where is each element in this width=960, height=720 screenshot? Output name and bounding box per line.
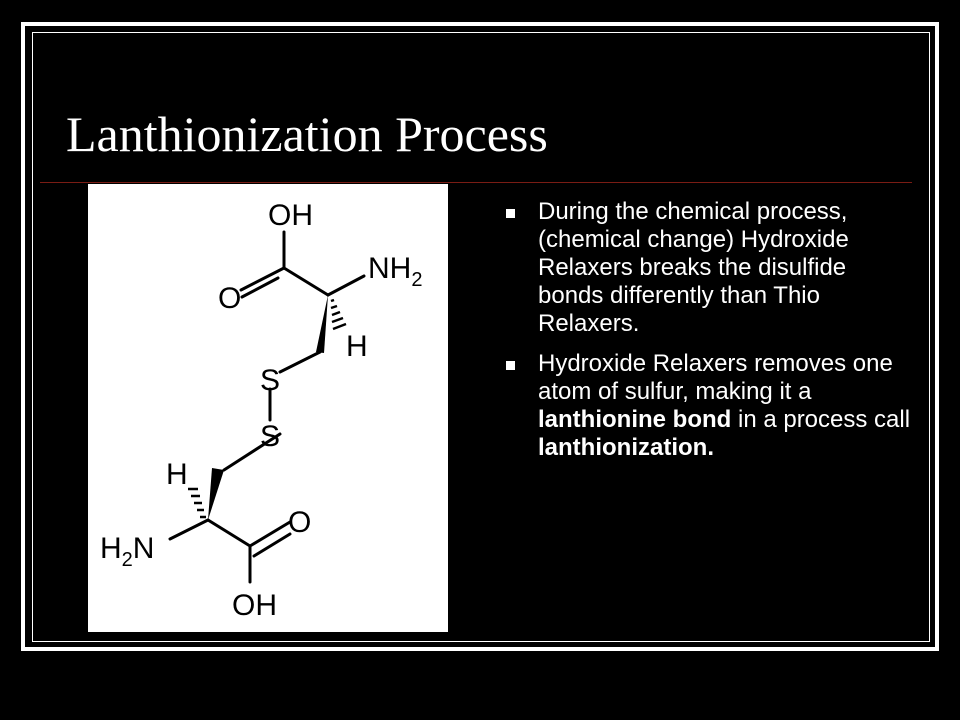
bond-c1-o-double: [240, 276, 280, 299]
hashed-bond-top: [330, 298, 347, 331]
label-h2n: H2N: [100, 532, 154, 571]
label-oh-bottom: OH: [232, 589, 277, 622]
cystine-structure: OH O NH2 H S S H H2N O OH: [100, 199, 422, 622]
bullet-list: During the chemical process, (chemical c…: [506, 198, 916, 474]
slide-title: Lanthionization Process: [66, 106, 548, 162]
label-oh-top: OH: [268, 199, 313, 232]
bullet-bold-term: lanthionine bond: [538, 406, 732, 433]
bullet-item-2: Hydroxide Relaxers removes one atom of s…: [506, 350, 916, 462]
bullet-square-icon: [506, 209, 515, 218]
bond-ca2-h2n: [168, 518, 210, 541]
bond-c2-o-double: [252, 532, 292, 558]
label-o-bottom: O: [288, 506, 311, 539]
bullet-square-icon: [506, 361, 515, 370]
bond-c2-o: [248, 520, 292, 548]
title-divider: [40, 182, 912, 183]
bond-c1-ca: [282, 266, 330, 297]
bond-ca2-c2: [206, 518, 252, 548]
bullet-text: Hydroxide Relaxers removes one atom of s…: [538, 350, 893, 405]
bullet-item-1: During the chemical process, (chemical c…: [506, 198, 916, 338]
bullet-text: in a process call: [731, 406, 911, 433]
label-o-top: O: [218, 282, 241, 315]
bond-s-cb2: [222, 432, 282, 472]
hashed-bond-bottom: [188, 487, 206, 519]
wedge-bond-top: [316, 295, 328, 353]
label-s-upper: S: [260, 364, 280, 397]
molecule-diagram-panel: OH O NH2 H S S H H2N O OH: [88, 184, 448, 632]
label-h-top: H: [346, 330, 368, 363]
bond-ca-nh2: [326, 274, 366, 297]
slide-frame-outer: [21, 22, 939, 651]
label-s-lower: S: [260, 420, 280, 453]
bullet-bold-term: lanthionization.: [538, 434, 714, 461]
label-h-bottom: H: [166, 458, 188, 491]
bullet-text: During the chemical process, (chemical c…: [538, 198, 849, 337]
slide-frame-inner: [32, 32, 930, 642]
bond-cb-s: [278, 350, 322, 374]
bond-c1-o: [239, 266, 286, 292]
label-nh2-top: NH2: [368, 252, 422, 291]
wedge-bond-bottom: [208, 468, 224, 520]
